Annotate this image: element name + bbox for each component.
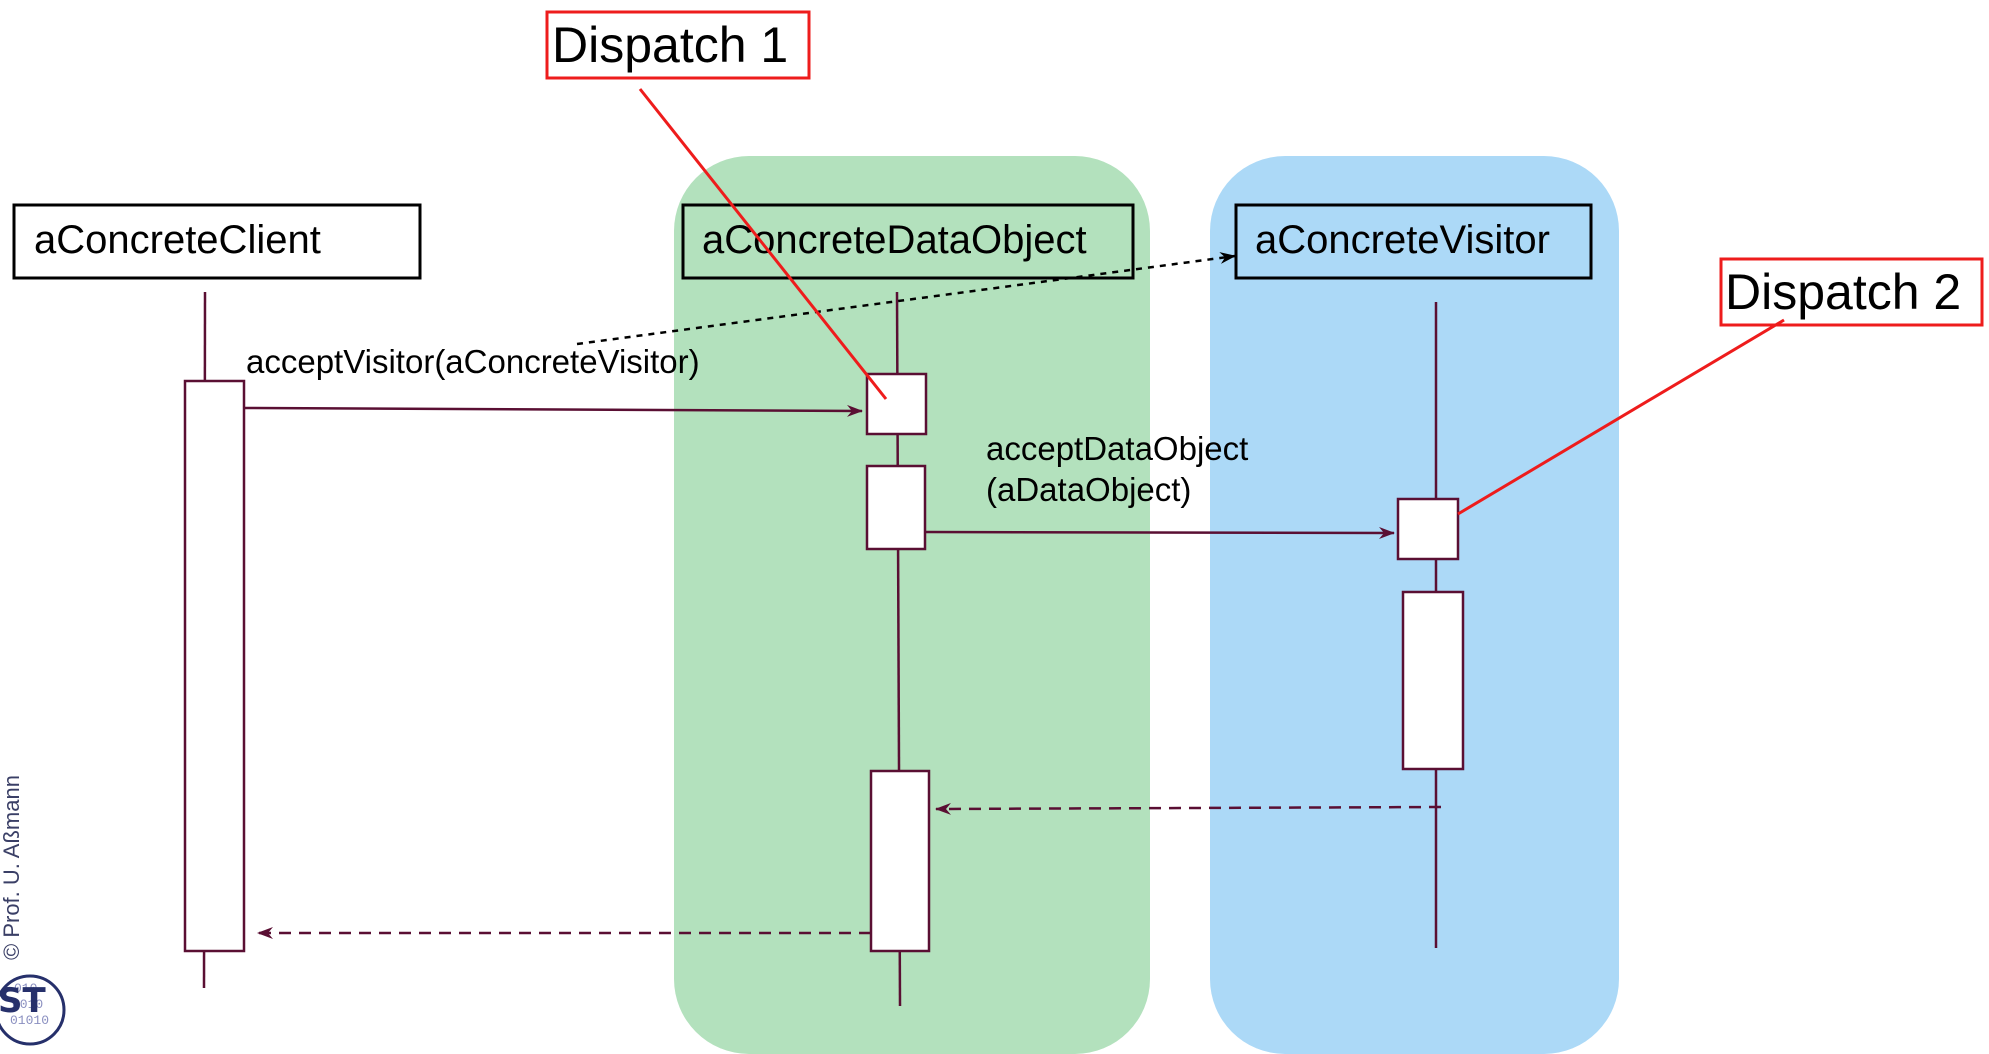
activation-client <box>183 379 246 953</box>
dispatch-2-label: Dispatch 2 <box>1725 264 1961 320</box>
return-visitor-to-dataobject-arrow <box>935 802 1442 815</box>
message-accept-visitor-label: acceptVisitor(aConcreteVisitor) <box>246 343 700 380</box>
lifeline-label-visitor: aConcreteVisitor <box>1255 218 1550 262</box>
activation-visitor-work <box>1401 590 1465 771</box>
copyright-text: © Prof. U. Aßmann <box>0 775 24 960</box>
visitor-parameter-dotted-arrow <box>576 252 1236 346</box>
lifeline-header-dataobject: aConcreteDataObject <box>681 203 1135 280</box>
activation-dataobject-accept <box>865 372 928 436</box>
activation-dataobject-return <box>869 769 931 953</box>
message-accept-visitor-arrow <box>243 404 863 417</box>
st-logo-text: ST <box>0 981 46 1021</box>
lifeline-label-dataobject: aConcreteDataObject <box>702 218 1087 262</box>
lifeline-label-client: aConcreteClient <box>34 218 321 262</box>
svg-text:010: 010 <box>14 981 37 996</box>
dispatch-2-callout: Dispatch 2 <box>1457 257 1984 516</box>
dispatch-2-pointer <box>1457 318 1785 516</box>
activation-dataobject-call <box>865 464 927 551</box>
activation-visitor-accept <box>1396 497 1460 561</box>
dataobject-group-background <box>674 156 1150 1054</box>
lifeline-header-client: aConcreteClient <box>12 203 422 280</box>
dispatch-1-pointer <box>638 88 888 400</box>
lifeline-header-visitor: aConcreteVisitor <box>1234 203 1593 280</box>
message-accept-data-object-label-line1: acceptDataObject <box>986 430 1248 467</box>
message-accept-data-object-arrow <box>924 526 1395 539</box>
st-logo-icon: 010 0010 01010 ST <box>0 974 66 1046</box>
dispatch-1-label: Dispatch 1 <box>552 17 788 73</box>
message-accept-data-object-label-line2: (aDataObject) <box>986 471 1191 508</box>
svg-text:0010: 0010 <box>12 997 43 1012</box>
svg-text:01010: 01010 <box>10 1013 49 1028</box>
dispatch-1-callout: Dispatch 1 <box>545 10 888 400</box>
